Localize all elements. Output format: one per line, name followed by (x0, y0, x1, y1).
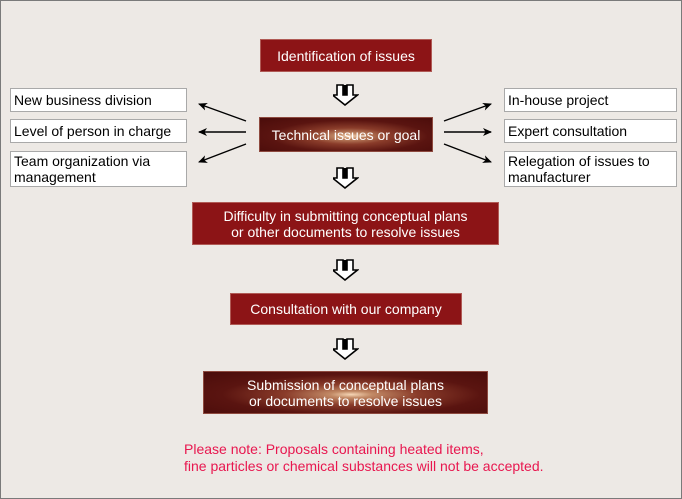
step-label-line2: or other documents to resolve issues (231, 223, 460, 240)
step-submission-of-plans: Submission of conceptual plans or docume… (203, 371, 488, 414)
branch-label-line1: Relegation of issues to (508, 153, 650, 169)
left-branch-level-of-person: Level of person in charge (10, 119, 187, 143)
double-down-arrow-icon (333, 338, 359, 360)
step-label: Technical issues or goal (271, 126, 421, 143)
branch-arrow-icon (198, 102, 247, 122)
step-label: Identification of issues (277, 47, 415, 64)
branch-label: New business division (14, 92, 152, 108)
disclaimer-note: Please note: Proposals containing heated… (184, 441, 544, 475)
double-down-arrow-icon (333, 84, 359, 106)
branch-arrow-icon (198, 143, 247, 163)
branch-label-line1: Team organization via (14, 153, 151, 169)
right-branch-expert-consultation: Expert consultation (504, 119, 677, 143)
left-branch-team-organization: Team organization via management (10, 151, 187, 187)
branch-arrow-icon (443, 143, 492, 163)
branch-arrow-icon (443, 102, 492, 122)
right-branch-relegation-to-manufacturer: Relegation of issues to manufacturer (504, 151, 677, 187)
step-difficulty-submitting: Difficulty in submitting conceptual plan… (192, 202, 499, 245)
step-consultation-with-company: Consultation with our company (230, 293, 462, 325)
step-label: Consultation with our company (250, 301, 442, 317)
left-branch-new-business-division: New business division (10, 88, 187, 112)
right-branch-in-house-project: In-house project (504, 88, 677, 112)
branch-label: Expert consultation (508, 123, 628, 139)
step-label-line2: or documents to resolve issues (249, 392, 442, 409)
step-identification-of-issues: Identification of issues (260, 39, 432, 72)
note-line2: fine particles or chemical substances wi… (184, 458, 544, 474)
branch-label: Level of person in charge (14, 123, 172, 139)
step-technical-issues-or-goal: Technical issues or goal (259, 117, 433, 152)
branch-label: In-house project (508, 92, 609, 108)
double-down-arrow-icon (333, 259, 359, 281)
note-line1: Please note: Proposals containing heated… (184, 441, 484, 457)
branch-label-line2: manufacturer (508, 169, 591, 185)
step-label-line1: Submission of conceptual plans (247, 376, 444, 393)
branch-label-line2: management (14, 169, 96, 185)
double-down-arrow-icon (333, 167, 359, 189)
step-label-line1: Difficulty in submitting conceptual plan… (223, 207, 468, 224)
